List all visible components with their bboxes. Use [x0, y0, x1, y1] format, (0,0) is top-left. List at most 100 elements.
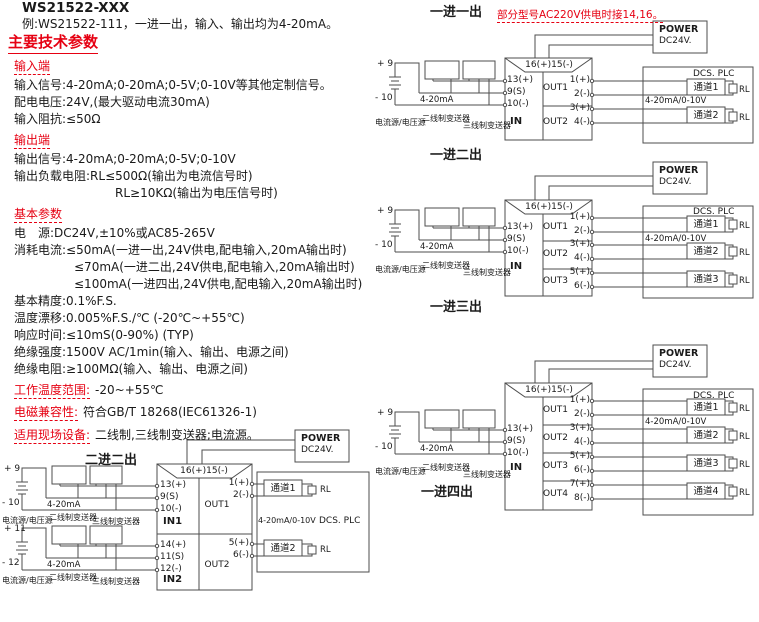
spec-line: 温度漂移:0.005%F.S./℃ (-20℃~+55℃) — [14, 311, 245, 325]
rl-load-label: RL — [739, 248, 750, 258]
rl-load-label: RL — [739, 221, 750, 231]
diagram-title: 一进二出 — [430, 148, 483, 163]
pin-label: 1(+) — [228, 478, 249, 488]
source-caption-three-wire: 三线制变送器 — [463, 268, 511, 277]
channel-box: 通道3 — [693, 274, 719, 285]
pin-label: 3(+) — [569, 239, 590, 249]
power-label: POWER — [659, 165, 699, 176]
power-label: POWER — [301, 433, 341, 444]
out-section-label: OUT4 — [543, 489, 568, 499]
channel-box: 通道1 — [693, 219, 719, 230]
source-pin-label: - 10 — [375, 93, 393, 103]
spec-line: ≤70mA(一进二出,24V供电,配电输入,20mA输出时) — [74, 260, 355, 274]
out-section-label: OUT1 — [204, 500, 230, 510]
source-caption-three-wire: 三线制变送器 — [463, 470, 511, 479]
pin-label: 7(+) — [569, 479, 590, 489]
signal-range-label: 4-20mA/0-10V — [258, 516, 316, 525]
power-note: 部分型号AC220V供电时接14,16。 — [497, 9, 664, 24]
rl-load-label: RL — [739, 113, 750, 123]
spec-line-field-devices: 适用现场设备:二线制,三线制变送器;电流源。 — [14, 428, 259, 444]
in-section-label: IN — [510, 462, 523, 473]
out-section-label: OUT1 — [543, 83, 568, 93]
channel-box: 通道1 — [693, 402, 719, 413]
power-pins-label: 16(+)15(-) — [180, 466, 228, 476]
in1-section-label: IN1 — [163, 516, 183, 527]
section-title-main-specs: 主要技术参数 — [8, 33, 99, 54]
power-voltage-label: DC24V. — [659, 36, 692, 46]
spec-line: 输入阻抗:≤50Ω — [14, 112, 101, 126]
source-pin-label: + 11 — [4, 524, 26, 534]
source-caption-current: 电流源/电压源 — [375, 467, 426, 476]
temp-range-value: -20~+55℃ — [95, 383, 164, 397]
temp-range-label: 工作温度范围: — [14, 383, 91, 399]
pin-label: 10(-) — [160, 504, 182, 514]
spec-line: 输入信号:4-20mA;0-20mA;0-5V;0-10V等其他定制信号。 — [14, 78, 332, 92]
out-section-label: OUT2 — [204, 560, 230, 570]
pin-label: 3(+) — [569, 423, 590, 433]
source-signal-label: 4-20mA — [47, 500, 81, 510]
signal-range-label: 4-20mA/0-10V — [645, 96, 707, 106]
pin-label: 6(-) — [574, 281, 590, 291]
in2-section-label: IN2 — [163, 574, 183, 585]
rl-load-label: RL — [739, 488, 750, 498]
pin-label: 13(+) — [160, 480, 187, 490]
power-label: POWER — [659, 24, 699, 35]
source-caption-two-wire: 二线制变送器 — [422, 463, 470, 472]
spec-line: 绝缘电阻:≥100MΩ(输入、输出、电源之间) — [14, 362, 248, 376]
source-caption-current: 电流源/电压源 — [2, 576, 53, 585]
source-pin-label: + 9 — [377, 59, 394, 69]
pin-label: 1(+) — [569, 395, 590, 405]
pin-label: 4(-) — [574, 437, 590, 447]
pin-label: 2(-) — [574, 409, 590, 419]
dcs-plc-label: DCS. PLC — [693, 391, 735, 401]
power-voltage-label: DC24V. — [301, 445, 334, 455]
out-section-label: OUT1 — [543, 405, 568, 415]
channel-box: 通道2 — [693, 110, 719, 121]
rl-load-label: RL — [739, 460, 750, 470]
pin-label: 13(+) — [507, 222, 534, 232]
rl-load-label: RL — [739, 404, 750, 414]
emc-label: 电磁兼容性: — [14, 405, 79, 421]
source-caption-three-wire: 三线制变送器 — [463, 121, 511, 130]
spec-line: 输出负载电阻:RL≤500Ω(输出为电流信号时) — [14, 169, 253, 183]
spec-line-emc: 电磁兼容性:符合GB/T 18268(IEC61326-1) — [14, 405, 257, 421]
product-example: 例:WS21522-111，一进一出，输入、输出均为4-20mA。 — [22, 17, 339, 31]
pin-label: 9(S) — [160, 492, 179, 502]
pin-label: 3(+) — [569, 103, 590, 113]
pin-label: 14(+) — [160, 540, 187, 550]
power-pins-label: 16(+)15(-) — [525, 202, 573, 212]
spec-line: 消耗电流:≤50mA(一进一出,24V供电,配电输入,20mA输出时) — [14, 243, 347, 257]
pin-label: 5(+) — [569, 451, 590, 461]
pin-label: 5(+) — [569, 267, 590, 277]
spec-line: ≤100mA(一进四出,24V供电,配电输入,20mA输出时) — [74, 277, 363, 291]
source-pin-label: - 12 — [2, 558, 20, 568]
diagram-title: 一进三出 — [430, 300, 483, 315]
source-caption-two-wire: 二线制变送器 — [422, 261, 470, 270]
source-caption-current: 电流源/电压源 — [375, 118, 426, 127]
out-section-label: OUT2 — [543, 433, 568, 443]
source-signal-label: 4-20mA — [420, 95, 454, 105]
source-pin-label: - 10 — [375, 240, 393, 250]
channel-box: 通道4 — [693, 486, 719, 497]
pin-label: 13(+) — [507, 75, 534, 85]
field-devices-label: 适用现场设备: — [14, 428, 91, 444]
source-caption-current: 电流源/电压源 — [2, 516, 53, 525]
source-pin-label: - 10 — [2, 498, 20, 508]
source-caption-two-wire: 二线制变送器 — [49, 513, 97, 522]
power-voltage-label: DC24V. — [659, 177, 692, 187]
signal-range-label: 4-20mA/0-10V — [645, 234, 707, 244]
source-pin-label: + 9 — [4, 464, 21, 474]
spec-line: 基本精度:0.1%F.S. — [14, 294, 117, 308]
source-pin-label: - 10 — [375, 442, 393, 452]
wiring-diagram-1in4out: 一进三出 一进四出 POWER DC24V. 16(+)15(-) 13(+) … — [375, 300, 759, 522]
source-pin-label: + 9 — [377, 206, 394, 216]
channel-box: 通道2 — [693, 430, 719, 441]
pin-label: 10(-) — [507, 99, 529, 109]
spec-line: 配电电压:24V,(最大驱动电流30mA) — [14, 95, 210, 109]
in-section-label: IN — [510, 116, 523, 127]
spec-line: 绝缘强度:1500V AC/1min(输入、输出、电源之间) — [14, 345, 289, 359]
wiring-diagram-4-graphics — [16, 429, 370, 591]
pin-label: 13(+) — [507, 424, 534, 434]
channel-box: 通道3 — [693, 458, 719, 469]
